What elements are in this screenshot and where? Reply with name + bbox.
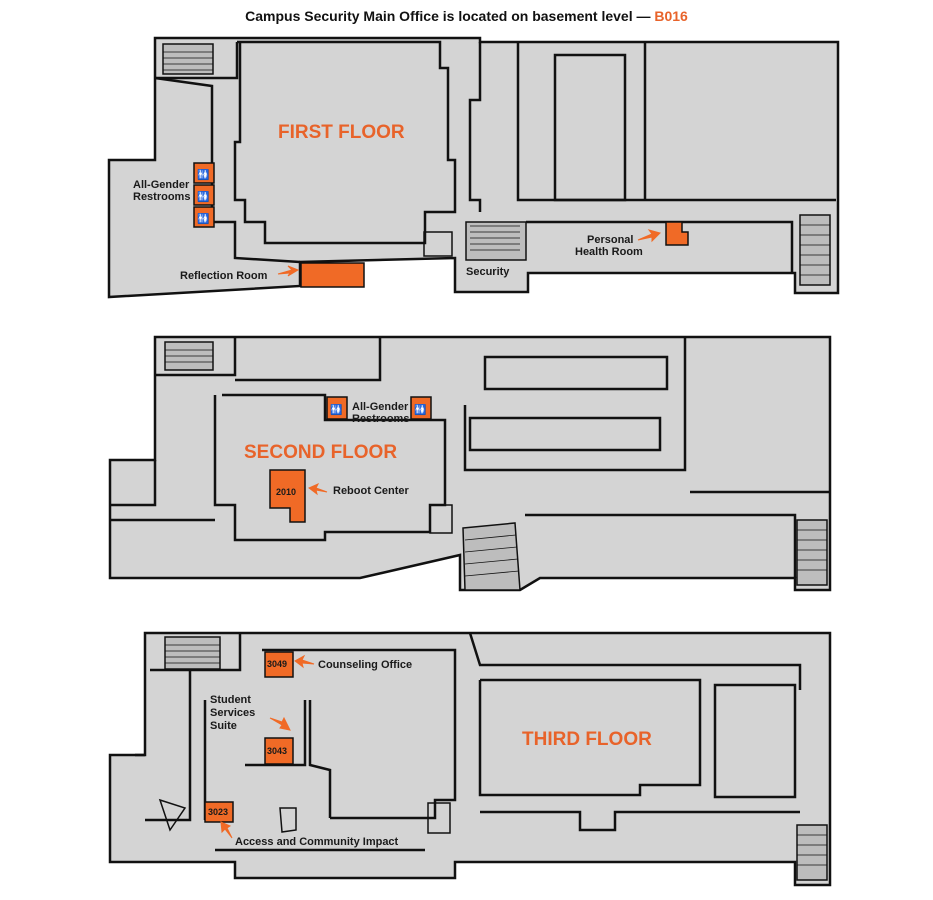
personal-health-room[interactable]: [665, 221, 689, 246]
restroom-icon: 🚻: [414, 403, 426, 416]
restrooms-label: Restrooms: [133, 191, 190, 203]
third-floor-outline: [108, 631, 832, 887]
floor-name: FIRST FLOOR: [278, 122, 405, 143]
title-accent-room: B016: [654, 8, 688, 24]
reboot-center-room[interactable]: [269, 469, 306, 523]
elevator: [423, 231, 453, 257]
room: [713, 683, 797, 799]
stairwell: [465, 221, 527, 261]
room: [553, 53, 627, 202]
room: [483, 355, 669, 391]
floor-name: THIRD FLOOR: [522, 729, 652, 750]
elevator: [427, 802, 451, 834]
third-floor-plan: THIRD FLOOR 3049 Counseling Office Stude…: [108, 631, 832, 887]
restrooms-label: All-Gender: [133, 179, 190, 191]
second-floor-restrooms[interactable]: 🚻 🚻: [326, 396, 432, 420]
health-room-label: Health Room: [575, 246, 643, 258]
elevator: [429, 504, 453, 534]
reflection-room-label: Reflection Room: [180, 270, 268, 282]
room-number: 3043: [267, 746, 287, 756]
arrow-icon: [294, 654, 315, 669]
reboot-center-label: Reboot Center: [333, 485, 410, 497]
stairwell: [799, 214, 831, 286]
arrow-icon: [308, 482, 328, 496]
stairwell: [796, 824, 828, 881]
restroom-icon: 🚻: [197, 190, 209, 203]
health-room-label: Personal: [587, 234, 633, 246]
security-label: Security: [466, 266, 510, 278]
restroom-icon: 🚻: [197, 168, 209, 181]
access-community-impact-room[interactable]: [204, 801, 234, 823]
restroom-icon: 🚻: [197, 212, 209, 225]
arrow-icon: [269, 716, 291, 731]
reflection-room[interactable]: [300, 262, 365, 288]
first-floor-restrooms[interactable]: 🚻 🚻 🚻: [193, 162, 215, 228]
stairwell: [796, 519, 828, 586]
room-number: 2010: [276, 487, 296, 497]
floor-name: SECOND FLOOR: [244, 442, 397, 463]
restrooms-label: All-Gender: [352, 401, 409, 413]
restrooms-label: Restrooms: [352, 413, 409, 425]
stairwell: [462, 522, 521, 591]
stairwell: [162, 43, 214, 75]
room-number: 3023: [208, 807, 228, 817]
arrow-icon: [637, 229, 661, 243]
map-title: Campus Security Main Office is located o…: [0, 8, 933, 24]
room-number: 3049: [267, 659, 287, 669]
suite-label: Services: [210, 707, 255, 719]
suite-label: Student: [210, 694, 251, 706]
counseling-office-label: Counseling Office: [318, 659, 412, 671]
counseling-office-room[interactable]: [264, 651, 294, 678]
suite-label: Suite: [210, 720, 237, 732]
restroom-icon: 🚻: [330, 403, 342, 416]
student-services-suite-room[interactable]: [264, 737, 294, 765]
second-floor-plan: 🚻 🚻 SECOND FLOOR All-Gender Restrooms 20…: [108, 335, 832, 592]
first-floor-plan: 🚻 🚻 🚻 FIRST FLOOR All-Gender Restrooms R…: [107, 36, 840, 299]
title-text: Campus Security Main Office is located o…: [245, 8, 655, 24]
arrow-icon: [277, 265, 300, 277]
stairwell: [164, 636, 221, 670]
arrow-icon: [220, 821, 233, 839]
access-community-impact-label: Access and Community Impact: [235, 836, 399, 848]
